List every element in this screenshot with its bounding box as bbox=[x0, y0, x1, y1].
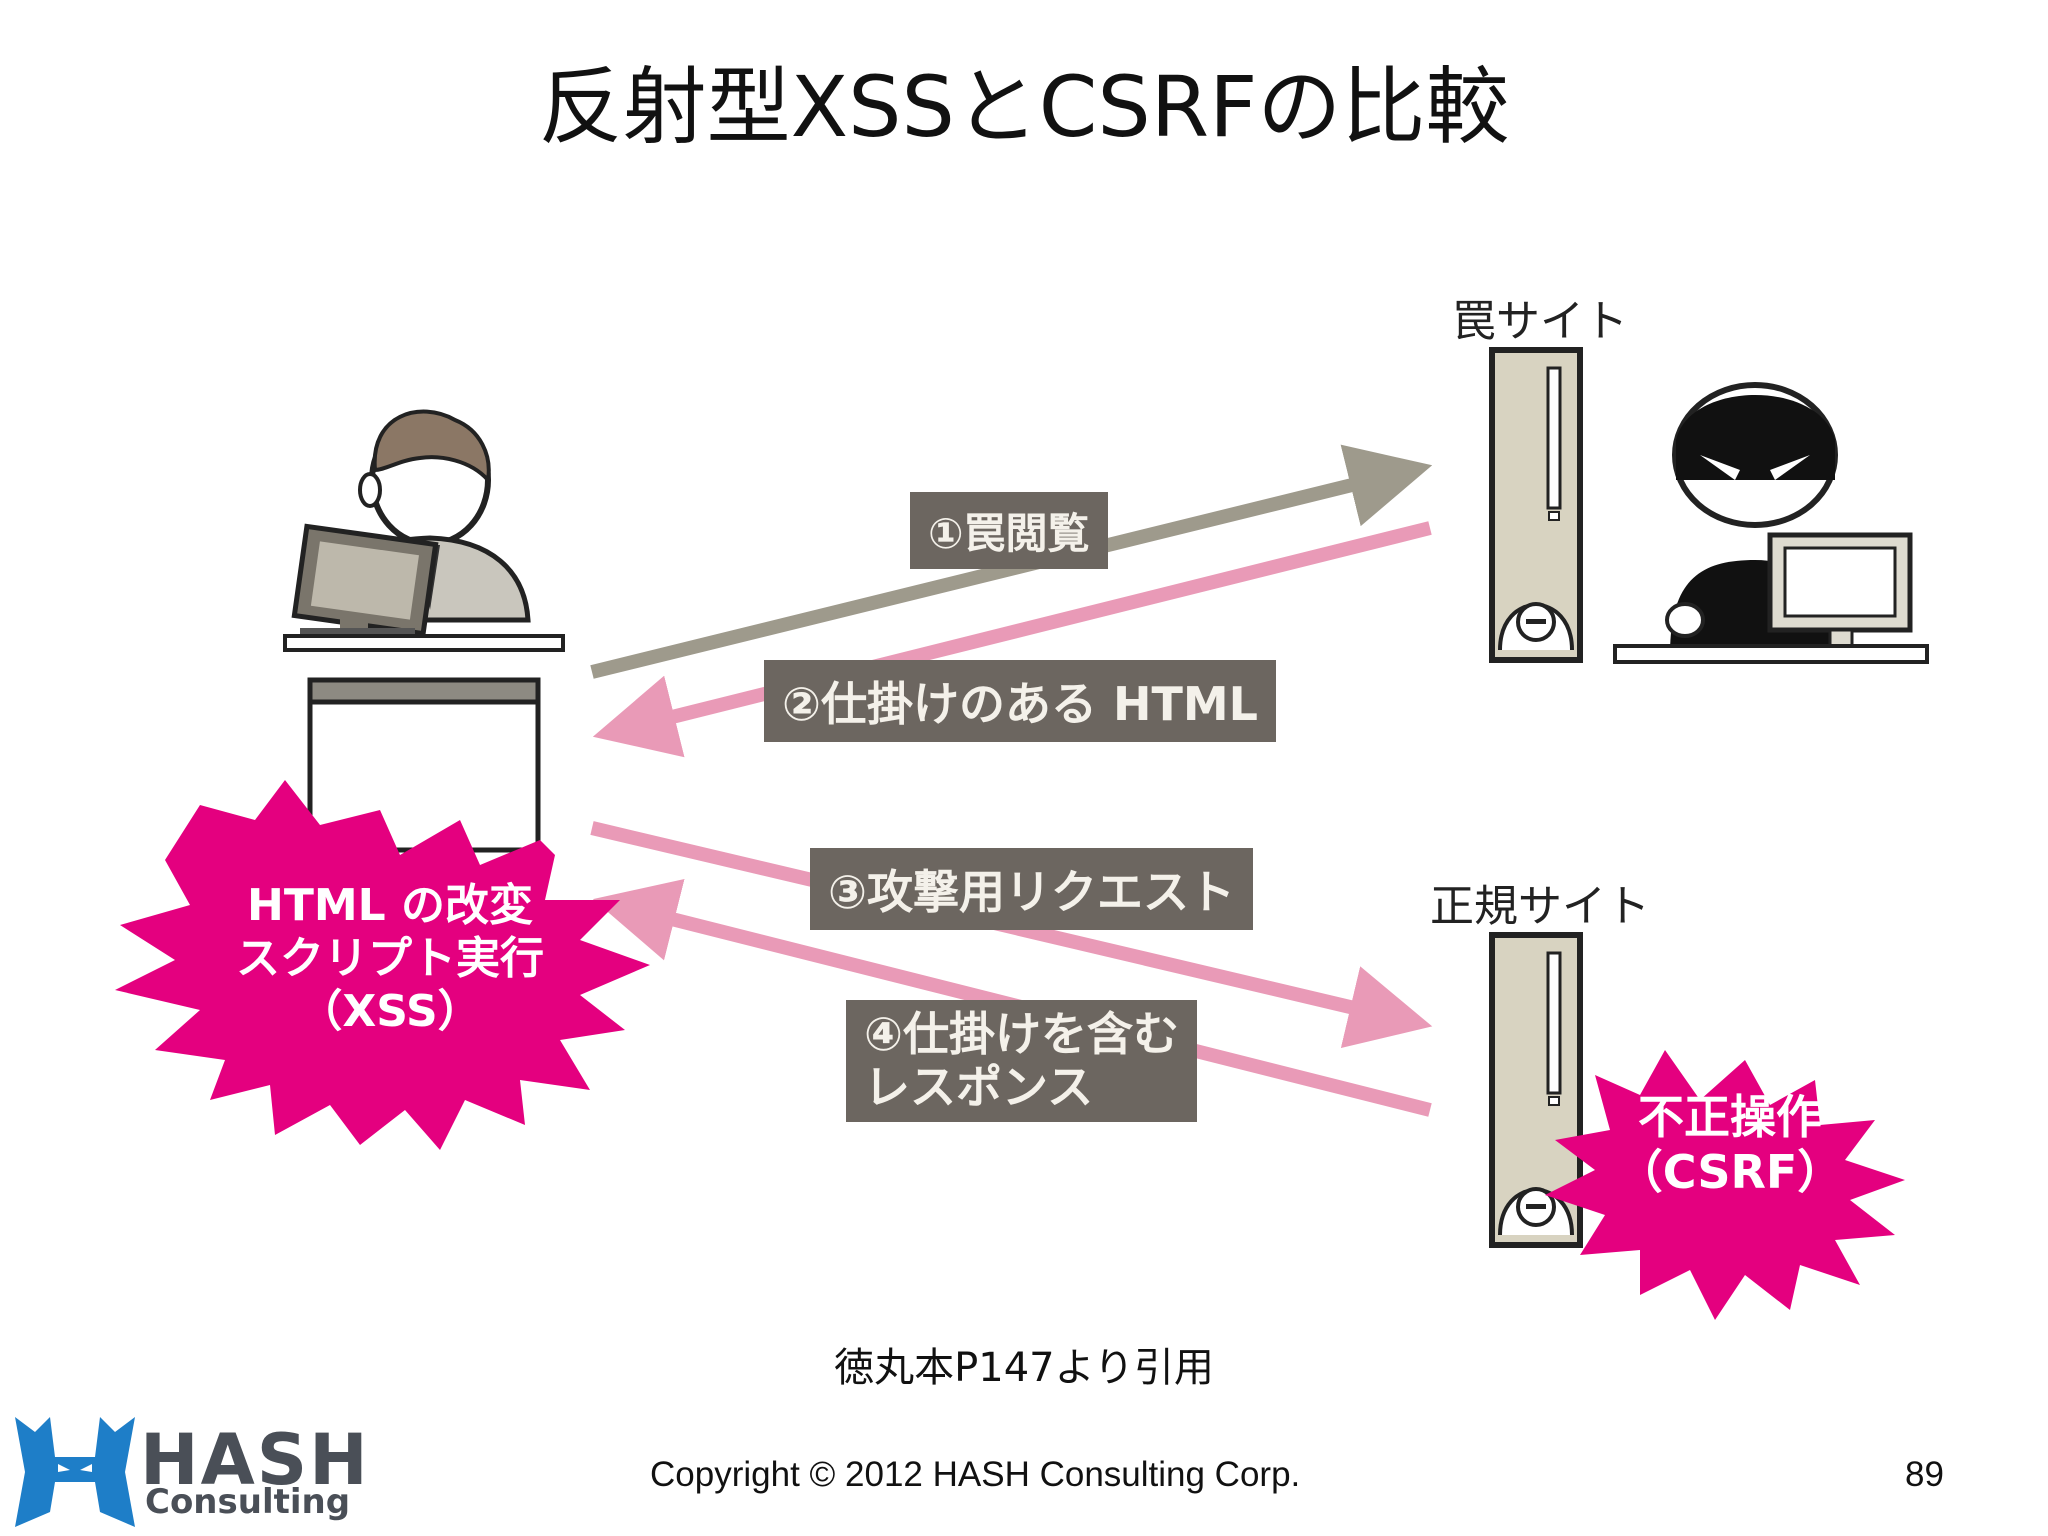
legit-site-label: 正規サイト bbox=[1430, 881, 1650, 932]
csrf-burst-line2: （CSRF） bbox=[1616, 1145, 1844, 1200]
xss-burst-line2: スクリプト実行 bbox=[236, 932, 544, 984]
attacker-monitor bbox=[1767, 532, 1913, 650]
trap-site-label: 罠サイト bbox=[1452, 296, 1628, 347]
logo-name: HASH bbox=[140, 1419, 370, 1501]
step2-label: ②仕掛けのある HTML bbox=[764, 660, 1276, 742]
xss-burst-line1: HTML の改変 bbox=[247, 880, 533, 931]
csrf-burst-line1: 不正操作 bbox=[1638, 1090, 1822, 1144]
step4-label-line2: レスポンス bbox=[864, 1059, 1094, 1114]
legit-server bbox=[1489, 932, 1583, 1248]
page-number: 89 bbox=[1905, 1455, 1944, 1494]
step4-label: ④仕掛けを含む レスポンス bbox=[846, 1000, 1197, 1122]
attacker-figure bbox=[1665, 382, 1838, 655]
xss-burst-text: HTML の改変 スクリプト実行 （XSS） bbox=[230, 880, 550, 1038]
csrf-burst bbox=[1545, 1050, 1905, 1320]
slide-title: 反射型XSSとCSRFの比較 bbox=[538, 58, 1510, 156]
logo-subtitle: Consulting bbox=[145, 1482, 351, 1522]
copyright: Copyright © 2012 HASH Consulting Corp. bbox=[650, 1455, 1301, 1494]
arrow-step2 bbox=[592, 521, 1432, 758]
user-desk bbox=[283, 634, 565, 652]
hash-logo-icon bbox=[15, 1417, 135, 1527]
csrf-burst-text: 不正操作 （CSRF） bbox=[1600, 1090, 1860, 1200]
user-monitor bbox=[291, 523, 439, 637]
xss-burst bbox=[115, 780, 650, 1150]
trap-server bbox=[1489, 347, 1583, 663]
step1-label: ①罠閲覧 bbox=[910, 492, 1108, 569]
xss-burst-line3: （XSS） bbox=[298, 985, 482, 1037]
arrow-step1 bbox=[590, 444, 1433, 679]
step4-label-line1: ④仕掛けを含む bbox=[864, 1007, 1179, 1061]
attacker-desk bbox=[1613, 644, 1929, 664]
step3-label: ③攻撃用リクエスト bbox=[810, 848, 1253, 930]
citation: 徳丸本P147より引用 bbox=[834, 1345, 1214, 1391]
